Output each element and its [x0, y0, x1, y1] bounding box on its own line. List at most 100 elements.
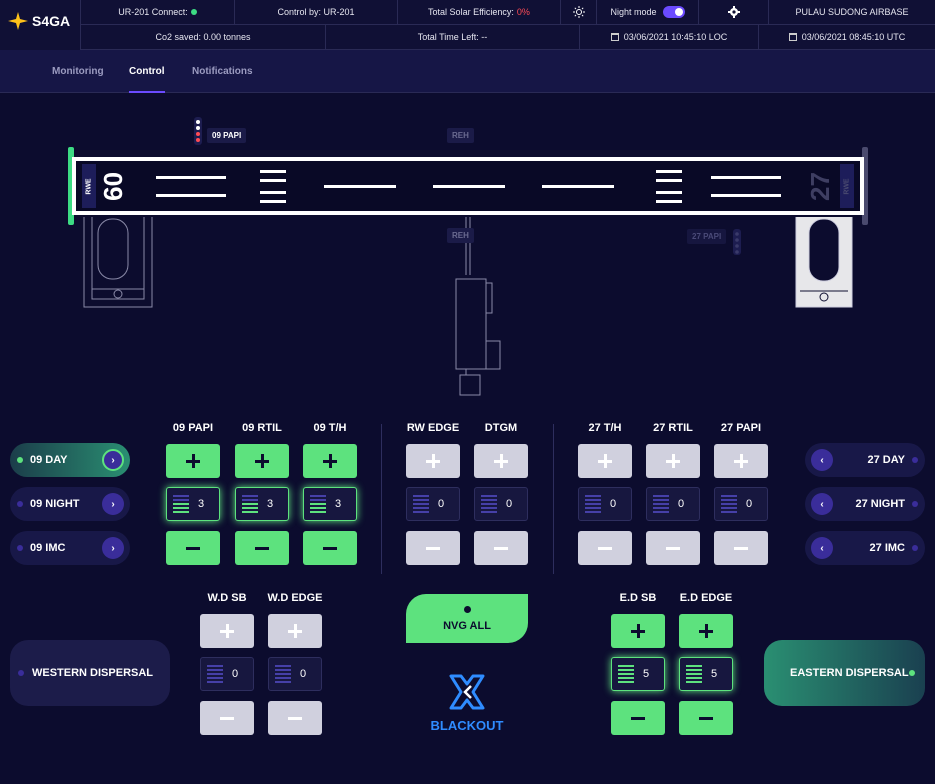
papi-27-lights	[733, 229, 741, 255]
minus-icon	[426, 546, 440, 550]
e-d-edge-increase-button[interactable]	[679, 614, 733, 648]
mode-27-night[interactable]: ‹ 27 NIGHT	[805, 487, 925, 521]
e-d-edge-decrease-button[interactable]	[679, 701, 733, 735]
27-rtil-increase-button[interactable]	[646, 444, 700, 478]
blackout-x-icon	[449, 674, 485, 710]
western-dispersal-button[interactable]: WESTERN DISPERSAL	[10, 640, 170, 706]
rwe-27-text: RWE	[843, 177, 851, 195]
threshold-27-bar	[862, 147, 868, 225]
chevron-right-icon: ›	[102, 493, 124, 515]
runway-marking	[156, 176, 226, 179]
nvg-all-label: NVG ALL	[443, 619, 491, 632]
rw-edge-increase-button[interactable]	[406, 444, 460, 478]
27-t-h-increase-button[interactable]	[578, 444, 632, 478]
09-papi-decrease-button[interactable]	[166, 531, 220, 565]
brand-logo: S4GA	[8, 12, 70, 30]
night-mode: Night mode	[596, 0, 698, 25]
runway-marking	[711, 176, 781, 179]
w-d-sb-increase-button[interactable]	[200, 614, 254, 648]
reh-top-label[interactable]: REH	[447, 128, 474, 143]
w-d-edge-increase-button[interactable]	[268, 614, 322, 648]
level-bars-icon	[173, 495, 189, 513]
plus-icon	[666, 454, 680, 468]
night-mode-label: Night mode	[610, 7, 657, 17]
27-papi-decrease-button[interactable]	[714, 531, 768, 565]
e-d-sb-decrease-button[interactable]	[611, 701, 665, 735]
group-label-27-t-h: 27 T/H	[588, 422, 622, 434]
western-dispersal-label: WESTERN DISPERSAL	[32, 667, 154, 679]
nvg-all-button[interactable]: NVG ALL	[406, 594, 528, 643]
control-by: Control by: UR-201	[234, 0, 397, 25]
27-papi-level-value: 0	[745, 498, 753, 510]
09-rtil-decrease-button[interactable]	[235, 531, 289, 565]
brightness-button[interactable]	[560, 0, 596, 25]
papi-27-label[interactable]: 27 PAPI	[687, 229, 727, 244]
dtgm-decrease-button[interactable]	[474, 531, 528, 565]
runway-marking	[260, 170, 286, 173]
night-mode-toggle[interactable]	[662, 6, 685, 18]
w-d-edge-decrease-button[interactable]	[268, 701, 322, 735]
mode-27-imc[interactable]: ‹ 27 IMC	[805, 531, 925, 565]
tab-monitoring[interactable]: Monitoring	[52, 66, 104, 77]
brand-name: S4GA	[32, 13, 71, 29]
w-d-sb-decrease-button[interactable]	[200, 701, 254, 735]
dtgm-increase-button[interactable]	[474, 444, 528, 478]
minus-icon	[666, 546, 680, 550]
runway-marking	[656, 191, 682, 194]
plus-icon	[186, 454, 200, 468]
e-d-edge-level: 5	[679, 657, 733, 691]
solar-efficiency: Total Solar Efficiency:0%	[397, 0, 560, 25]
27-rtil-level-value: 0	[677, 498, 685, 510]
minus-icon	[255, 546, 269, 550]
runway-marking	[656, 179, 682, 182]
minus-icon	[323, 546, 337, 550]
dtgm-level-value: 0	[505, 498, 513, 510]
papi-09-label[interactable]: 09 PAPI	[207, 128, 247, 143]
tab-notifications[interactable]: Notifications	[192, 66, 253, 77]
runway-centerline	[433, 185, 505, 188]
local-time: 03/06/2021 10:45:10 LOC	[579, 25, 758, 50]
rw-edge-decrease-button[interactable]	[406, 531, 460, 565]
e-d-sb-level-value: 5	[642, 668, 650, 680]
connect-label: UR-201 Connect:	[118, 7, 188, 17]
runway-marking	[260, 191, 286, 194]
time-left: Total Time Left: --	[325, 25, 579, 50]
minus-icon	[734, 546, 748, 550]
runway-number-27: 27	[804, 172, 835, 201]
w-d-sb-level: 0	[200, 657, 254, 691]
tab-control[interactable]: Control	[129, 50, 165, 93]
09-t-h-increase-button[interactable]	[303, 444, 357, 478]
09-papi-increase-button[interactable]	[166, 444, 220, 478]
mode-09-imc[interactable]: 09 IMC ›	[10, 531, 130, 565]
main-tabs: Monitoring Control Notifications	[0, 50, 935, 93]
e-d-sb-increase-button[interactable]	[611, 614, 665, 648]
09-rtil-level-value: 3	[266, 498, 274, 510]
mode-27-day[interactable]: ‹ 27 DAY	[805, 443, 925, 477]
papi-09-lights	[194, 117, 202, 145]
group-label-09-rtil: 09 RTIL	[242, 422, 282, 434]
blackout-button[interactable]: BLACKOUT	[420, 672, 514, 738]
09-rtil-increase-button[interactable]	[235, 444, 289, 478]
eastern-dispersal-button[interactable]: EASTERN DISPERSAL	[764, 640, 925, 706]
level-bars-icon	[686, 665, 702, 683]
27-rtil-decrease-button[interactable]	[646, 531, 700, 565]
rwe-09-marker[interactable]: RWE	[82, 164, 96, 208]
airbase-text: PULAU SUDONG AIRBASE	[795, 7, 909, 17]
rwe-27-marker[interactable]: RWE	[840, 164, 854, 208]
reh-bottom-label[interactable]: REH	[447, 228, 474, 243]
group-label-dtgm: DTGM	[484, 422, 518, 434]
status-dot	[912, 545, 918, 551]
27-papi-increase-button[interactable]	[714, 444, 768, 478]
09-t-h-decrease-button[interactable]	[303, 531, 357, 565]
runway: RWE 09 27 RWE	[72, 157, 864, 215]
settings-button[interactable]	[698, 0, 768, 25]
mode-09-day[interactable]: 09 DAY ›	[10, 443, 130, 477]
mode-09-night[interactable]: 09 NIGHT ›	[10, 487, 130, 521]
airfield-diagram	[83, 117, 853, 396]
27-t-h-decrease-button[interactable]	[578, 531, 632, 565]
w-d-edge-level-value: 0	[299, 668, 307, 680]
level-bars-icon	[242, 495, 258, 513]
mode-label: 09 DAY	[30, 454, 68, 466]
calendar-icon	[610, 33, 619, 41]
minus-icon	[699, 716, 713, 720]
